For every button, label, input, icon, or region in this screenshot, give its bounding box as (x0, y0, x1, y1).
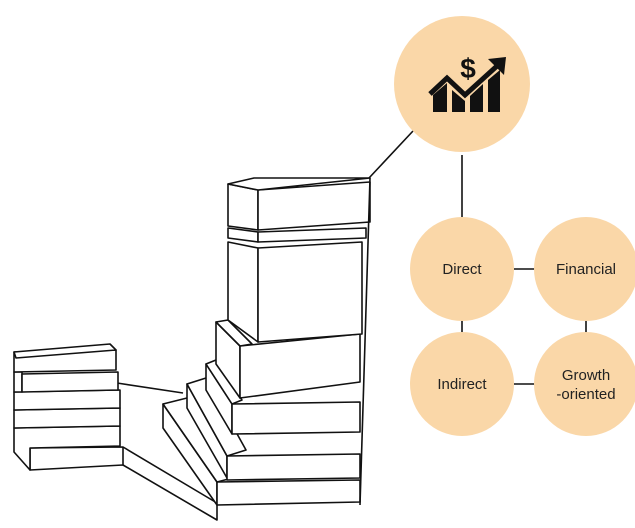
financial-circle (534, 217, 635, 321)
stair-step-4-front (239, 333, 361, 399)
connector-lines (116, 130, 587, 394)
stair-step-1-front (216, 479, 361, 506)
stair-step-3-top (205, 359, 243, 405)
direct-circle (410, 217, 514, 321)
node-financial: Financial (534, 217, 635, 321)
stair-right-edge (359, 177, 371, 506)
stair-step-2-top (186, 377, 247, 457)
stair-top-block-side (227, 183, 259, 231)
indirect-circle (410, 332, 514, 436)
left-slab-5 (13, 407, 121, 429)
financial-label: Financial (556, 261, 616, 278)
staircase-illustration (13, 177, 371, 521)
stair-column-lower-front (257, 241, 363, 343)
connector-stairs-to-icon (368, 130, 414, 179)
dollar-sign-glyph: $ (460, 53, 476, 84)
growth-oriented-circle (534, 332, 635, 436)
indirect-label: Indirect (437, 376, 487, 393)
stair-step-2-front (226, 453, 361, 481)
left-slab-3 (13, 371, 23, 393)
stair-column-band-front (257, 227, 367, 243)
node-indirect: Indirect (410, 332, 514, 436)
growth-oriented-label-line1: Growth (562, 367, 610, 384)
stair-step-4-top (215, 319, 253, 347)
left-slab-stack (13, 343, 121, 471)
node-growth-oriented: Growth -oriented (534, 332, 635, 436)
stair-steps (162, 177, 371, 506)
left-slab-4 (13, 389, 121, 411)
direct-label: Direct (442, 261, 482, 278)
growth-icon-node: $ (394, 16, 530, 152)
dollar-growth-chart-icon: $ (428, 53, 506, 112)
left-slab-3b (21, 371, 119, 393)
stair-step-3-front (231, 401, 361, 435)
icon-circle (394, 16, 530, 152)
connector-left-block-to-stairs (116, 382, 184, 394)
node-direct: Direct (410, 217, 514, 321)
stair-top-block-front (257, 181, 371, 231)
left-slab-top (13, 343, 117, 359)
growth-oriented-label-line2: -oriented (556, 386, 615, 403)
